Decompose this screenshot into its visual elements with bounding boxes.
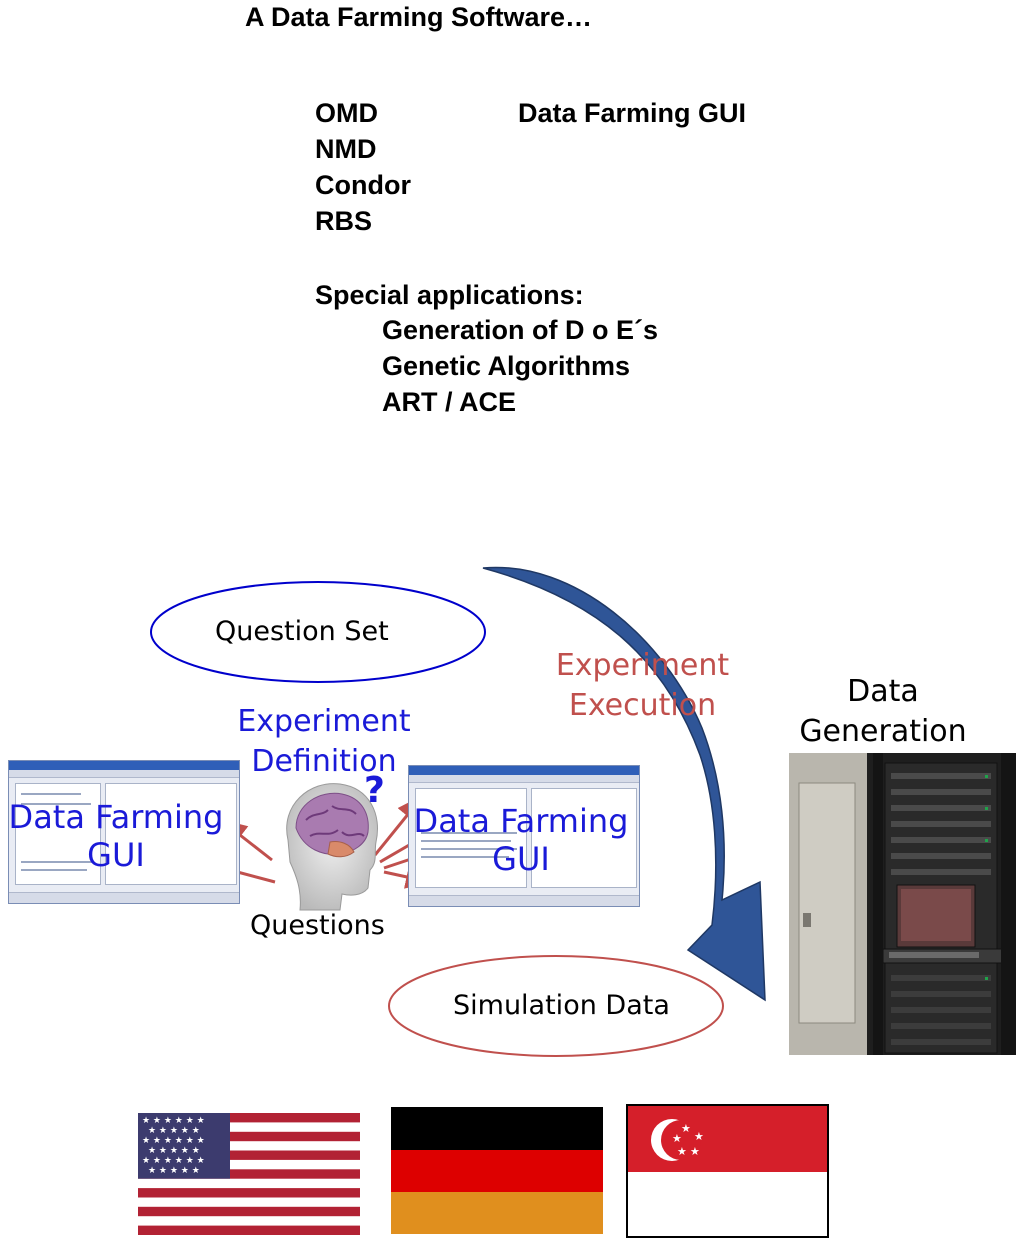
data-generation-line1: Data [847, 674, 919, 709]
gui-left-label-line2: GUI [87, 836, 145, 874]
tool-nmd: NMD [315, 134, 377, 164]
question-mark-icon: ? [364, 770, 385, 811]
server-rack-image [789, 753, 1016, 1055]
svg-text:★ ★ ★ ★ ★ ★: ★ ★ ★ ★ ★ ★ [142, 1156, 205, 1166]
svg-text:★: ★ [681, 1122, 691, 1135]
svg-text:★: ★ [690, 1145, 700, 1158]
experiment-definition-label: Experiment Definition [224, 702, 424, 782]
gui-left-label: Data Farming GUI [8, 798, 224, 874]
gui-right-label-line1: Data Farming [413, 802, 629, 840]
svg-text:★ ★ ★ ★ ★: ★ ★ ★ ★ ★ [148, 1166, 200, 1176]
svg-text:★: ★ [694, 1130, 704, 1143]
gui-screenshot-left [8, 760, 240, 904]
gui-right-label-line2: GUI [492, 840, 550, 878]
tool-condor: Condor [315, 170, 411, 200]
svg-text:★: ★ [672, 1132, 682, 1145]
brain-head-icon [286, 783, 378, 911]
question-set-label: Question Set [215, 616, 389, 647]
questions-label: Questions [250, 910, 385, 941]
data-generation-label: Data Generation [790, 672, 976, 752]
page-title: A Data Farming Software… [245, 2, 593, 32]
special-item-doe: Generation of D o E´s [382, 315, 659, 345]
data-generation-line2: Generation [799, 714, 967, 749]
experiment-definition-line2: Definition [251, 744, 397, 779]
svg-text:★ ★ ★ ★ ★ ★: ★ ★ ★ ★ ★ ★ [142, 1116, 205, 1126]
experiment-execution-label: Experiment Execution [540, 646, 745, 726]
gui-screenshot-right [408, 765, 640, 907]
svg-text:★ ★ ★ ★ ★: ★ ★ ★ ★ ★ [148, 1126, 200, 1136]
svg-text:★ ★ ★ ★ ★ ★: ★ ★ ★ ★ ★ ★ [142, 1136, 205, 1146]
singapore-flag-icon: ★ ★ ★ ★ ★ [626, 1104, 829, 1238]
usa-flag-icon: ★ ★ ★ ★ ★ ★ ★ ★ ★ ★ ★ ★ ★ ★ ★ ★ ★ ★ ★ ★ … [138, 1113, 360, 1235]
special-item-genetic: Genetic Algorithms [382, 351, 631, 381]
simulation-data-label: Simulation Data [453, 990, 670, 1021]
question-set-ellipse [150, 581, 486, 683]
simulation-data-ellipse [388, 955, 724, 1057]
experiment-execution-line1: Experiment [555, 648, 730, 683]
experiment-definition-line1: Experiment [237, 704, 411, 739]
gui-left-label-line1: Data Farming [8, 798, 224, 836]
svg-text:★ ★ ★ ★ ★: ★ ★ ★ ★ ★ [148, 1146, 200, 1156]
tool-rbs: RBS [315, 206, 373, 236]
special-heading: Special applications: [315, 280, 584, 310]
tool-omd: OMD [315, 98, 378, 128]
execution-arrow [482, 566, 766, 1002]
gui-right-label: Data Farming GUI [412, 802, 630, 878]
svg-text:★: ★ [677, 1145, 687, 1158]
special-item-art-ace: ART / ACE [382, 387, 516, 417]
experiment-execution-line2: Execution [568, 688, 717, 723]
tool-data-farming-gui: Data Farming GUI [518, 98, 747, 128]
germany-flag-icon [391, 1107, 603, 1234]
